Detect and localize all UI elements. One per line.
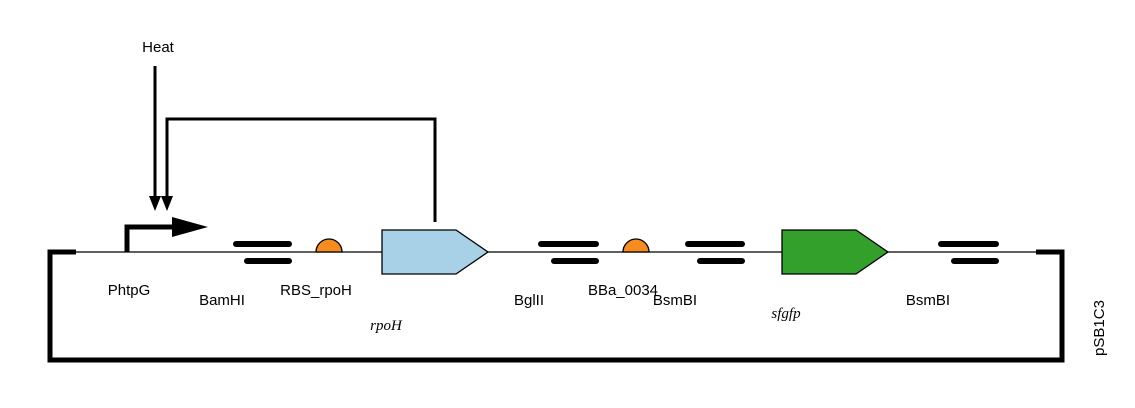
cds-sfgfp-symbol [781, 229, 890, 275]
rbs-symbol [315, 238, 343, 253]
promoter-label: PhtpG [108, 282, 151, 299]
restriction-site-label: BsmBI [906, 292, 950, 309]
heat-arrowhead [149, 196, 161, 211]
promoter-symbol [124, 217, 208, 252]
plasmid-backbone [47, 249, 1065, 363]
heat-label: Heat [142, 39, 175, 56]
restriction-site-label: BsmBI [653, 292, 697, 309]
restriction-site-label: BglII [514, 292, 544, 309]
cds-rpoh-symbol [381, 229, 490, 275]
restriction-site-label: BamHI [199, 292, 245, 309]
rbs-symbol [622, 238, 650, 253]
restriction-site-symbol [233, 241, 292, 264]
rbs-label: BBa_0034 [588, 282, 658, 299]
cds-rpoh-label: rpoH [370, 318, 403, 334]
rbs-label: RBS_rpoH [280, 282, 352, 299]
feedback-arrow [165, 117, 437, 222]
cds-sfgfp-label: sfgfp [771, 306, 801, 322]
restriction-site-symbol [685, 241, 745, 264]
feedback-arrowhead [161, 196, 173, 211]
backbone-label: pSB1C3 [1091, 300, 1108, 356]
restriction-site-symbol [538, 241, 599, 264]
restriction-site-symbol [938, 241, 999, 264]
